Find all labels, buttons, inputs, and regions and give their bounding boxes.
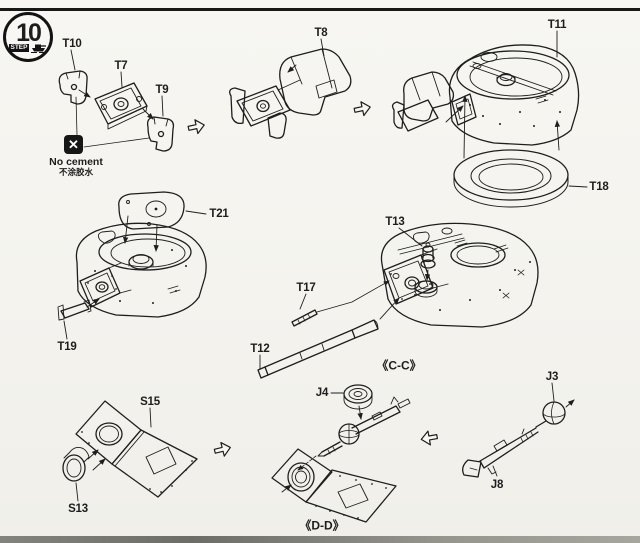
t10-part-drawing (58, 70, 91, 105)
step-badge-bottom: STEP (8, 43, 48, 53)
part-label-t17: T17 (296, 282, 316, 294)
t8-assembly-drawing (229, 48, 352, 139)
part-label-j4: J4 (315, 387, 329, 399)
no-cement-pointer-lines (75, 96, 150, 148)
t19-part-drawing (57, 298, 100, 321)
j8-gun-drawing (462, 420, 547, 478)
flow-arrows (187, 101, 439, 457)
t11-turret-drawing (448, 44, 580, 146)
flow-arrow-right-icon (213, 441, 231, 457)
tank-icon (31, 44, 47, 53)
t11-mount-insert-drawing (391, 71, 468, 159)
t12-barrel-drawing (257, 297, 400, 379)
part-label-t8: T8 (314, 27, 328, 39)
t17-part-drawing (291, 280, 390, 327)
part-label-s13: S13 (68, 503, 88, 515)
scan-edge-band (0, 536, 640, 543)
t21-turret-drawing (75, 222, 207, 318)
mg-assembly-drawing (297, 396, 411, 471)
view-label-dd: 《D-D》 (299, 518, 345, 533)
part-label-t11: T11 (547, 19, 567, 31)
part-label-t12: T12 (250, 343, 270, 355)
step-label: STEP (8, 43, 30, 53)
s15-part-drawing (75, 400, 198, 498)
part-label-t19: T19 (57, 341, 77, 353)
part-label-j3: J3 (545, 371, 559, 383)
part-label-t18: T18 (589, 181, 609, 193)
part-label-t7: T7 (114, 60, 128, 72)
part-label-t21: T21 (209, 208, 229, 220)
label-leader-lines (63, 30, 588, 502)
flow-arrow-right-icon (187, 119, 205, 135)
flow-arrow-left-icon (420, 430, 439, 446)
part-label-t10: T10 (62, 38, 82, 50)
step-number: 10 (16, 19, 42, 47)
flow-arrow-right-icon (353, 101, 371, 117)
s13-part-drawing (62, 446, 106, 482)
part-label-s15: S15 (140, 396, 160, 408)
j4-part-drawing (343, 384, 373, 420)
t9-part-drawing (146, 116, 175, 152)
t21-plate-drawing (118, 191, 185, 252)
dd-plate-drawing (271, 448, 397, 523)
no-cement-icon: ✕ (64, 135, 83, 154)
step-badge: 10 STEP (3, 12, 53, 62)
top-rule (0, 8, 640, 11)
t18-ring-drawing (453, 120, 569, 208)
part-label-t13: T13 (385, 216, 405, 228)
view-label-cc: 《C-C》 (376, 358, 422, 373)
j3-part-drawing (542, 399, 575, 425)
cc-turret-drawing (380, 222, 539, 328)
t7-part-drawing (94, 82, 154, 130)
no-cement-text: No cement (49, 156, 103, 168)
part-label-j8: J8 (490, 479, 504, 491)
no-cement-text-zh: 不涂胶水 (58, 167, 94, 177)
part-label-t9: T9 (155, 84, 169, 96)
